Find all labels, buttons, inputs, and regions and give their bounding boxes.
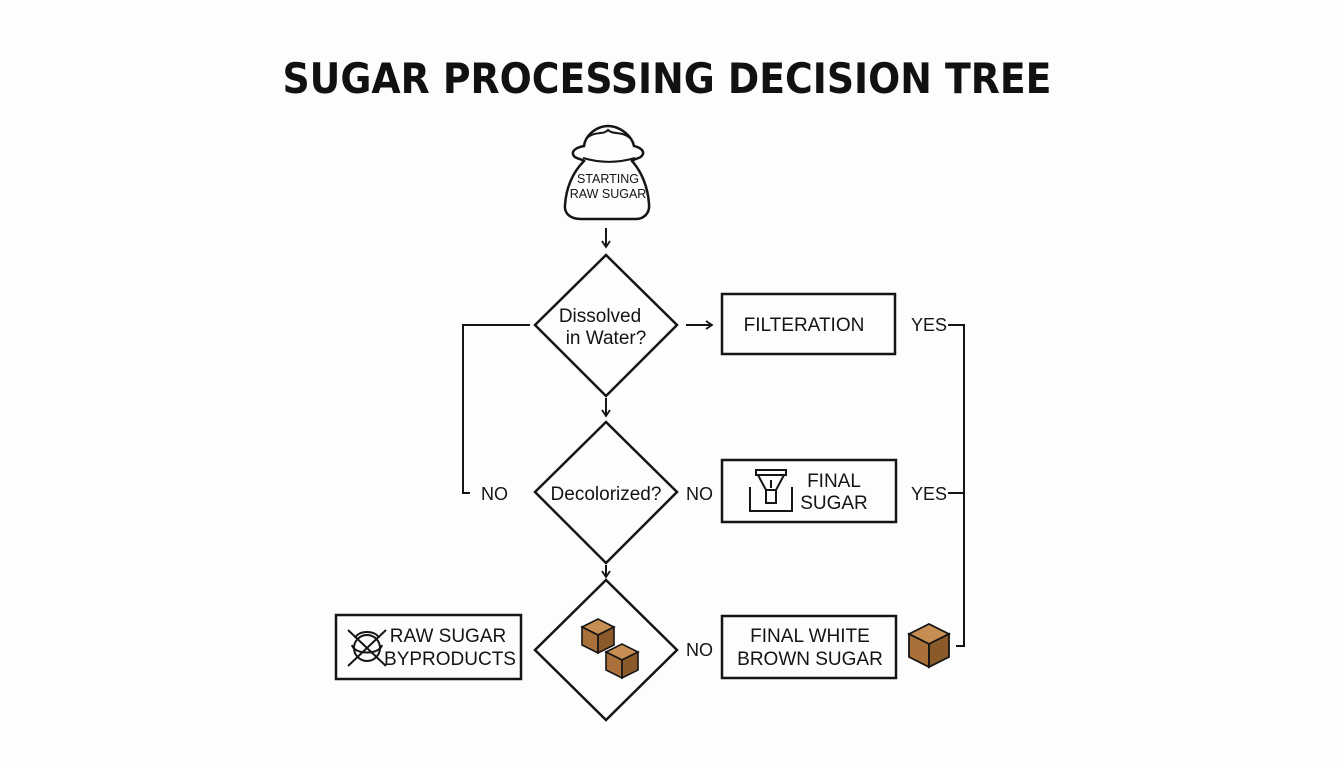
diagram-title: SUGAR PROCESSING DECISION TREE — [282, 55, 1051, 103]
decolorized-decision: Decolorized? — [533, 420, 679, 565]
brown-sugar-cube-icon — [906, 622, 952, 669]
crossed-out-sugar-icon — [347, 629, 387, 667]
byproducts-box — [334, 613, 523, 681]
final-sugar-line2: SUGAR — [800, 493, 868, 514]
no-bottom-label: NO — [686, 640, 713, 660]
decolorized-label: Decolorized? — [551, 484, 662, 505]
yes-bracket-connector — [948, 324, 965, 647]
filtration-box — [720, 292, 897, 356]
start-node: STARTING RAW SUGAR — [563, 124, 651, 221]
funnel-filter-icon — [749, 469, 793, 512]
final-sugar-node: FINAL SUGAR — [720, 458, 898, 524]
final-white-brown-line2: BROWN SUGAR — [737, 649, 883, 670]
final-sugar-line1: FINAL — [807, 471, 861, 492]
dissolved-decision: Dissolved in Water? — [533, 253, 679, 398]
no-mid-label: NO — [686, 484, 713, 504]
edge-no-left-branch — [462, 324, 530, 494]
dissolved-line2: in Water? — [566, 328, 647, 349]
decolorized-diamond — [533, 420, 679, 565]
final-white-brown-line1: FINAL WHITE — [750, 626, 870, 647]
yes-top-label: YES — [911, 315, 947, 335]
cubes-decision — [533, 578, 679, 722]
start-node-line2: RAW SUGAR — [570, 187, 647, 201]
byproducts-line2: BYPRODUCTS — [384, 649, 516, 670]
filtration-node: FILTERATION — [720, 292, 897, 356]
byproducts-node: RAW SUGAR BYPRODUCTS — [334, 613, 523, 681]
no-left-label: NO — [481, 484, 508, 504]
start-node-line1: STARTING — [577, 172, 639, 186]
final-sugar-box — [720, 458, 898, 524]
final-white-brown-box — [720, 614, 898, 680]
dissolved-diamond — [533, 253, 679, 398]
cubes-diamond — [533, 578, 679, 722]
sugar-sack-icon — [563, 124, 651, 221]
yes-mid-label: YES — [911, 484, 947, 504]
dissolved-line1: Dissolved — [559, 306, 641, 327]
filtration-label: FILTERATION — [744, 315, 865, 336]
sugar-cubes-icon — [580, 618, 640, 680]
byproducts-line1: RAW SUGAR — [390, 626, 506, 647]
final-white-brown-node: FINAL WHITE BROWN SUGAR — [720, 614, 898, 680]
